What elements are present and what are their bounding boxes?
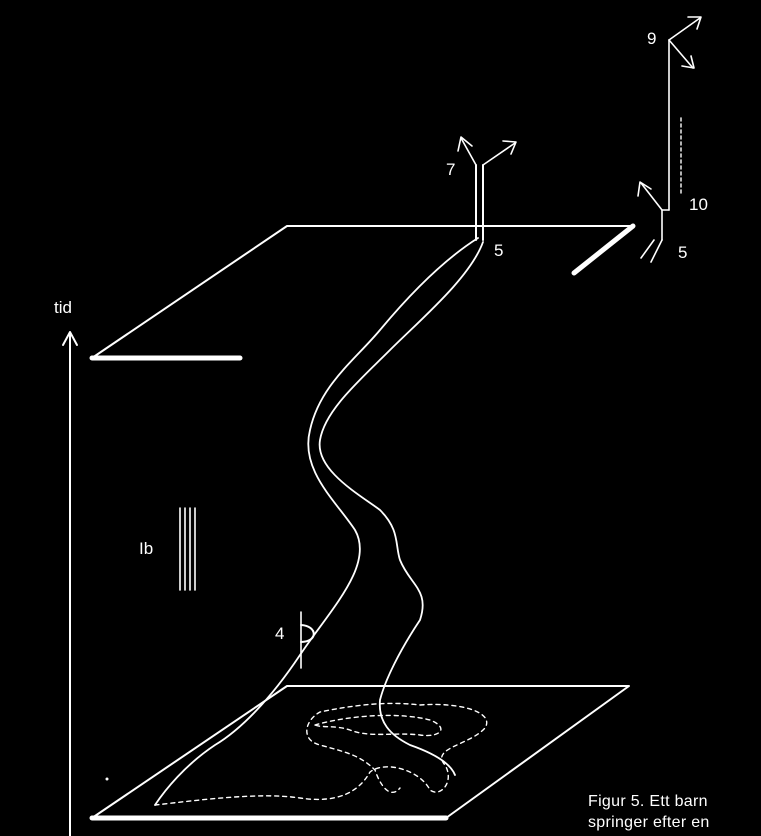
label-10: 10	[689, 195, 708, 214]
branch-9-arrow-right	[668, 39, 694, 69]
time-axis-label: tid	[54, 298, 72, 317]
path-7-arrow-left	[460, 137, 477, 166]
upper-plane	[91, 225, 634, 359]
main-path-2	[318, 241, 484, 776]
branch-5-tick-2	[650, 239, 663, 263]
loop-4-bulge	[300, 624, 315, 643]
label-1b: Ib	[139, 539, 154, 558]
label-5-right: 5	[678, 243, 688, 262]
branch-9-arrow-up	[668, 17, 701, 41]
branch-10-arrowhead	[637, 181, 652, 197]
label-9: 9	[647, 29, 657, 48]
small-dot	[105, 777, 109, 781]
caption-line-2: springer efter en	[588, 814, 710, 831]
branch-10-arrow	[640, 182, 663, 211]
path-7-arrow-right	[482, 142, 516, 166]
path-7-arrowhead-left	[457, 136, 473, 152]
label-4: 4	[275, 624, 285, 643]
time-axis-arrowhead	[62, 331, 78, 346]
upper-plane-right-edge	[571, 223, 636, 276]
lower-plane	[91, 685, 630, 819]
lower-plane-dashed-area	[154, 702, 488, 806]
caption-line-1: Figur 5. Ett barn	[588, 793, 708, 810]
lower-plane-dashed-area-inner	[314, 714, 442, 737]
label-7: 7	[446, 160, 456, 179]
branch-5-tick-1	[640, 239, 655, 259]
branch-9-arrowhead-right	[681, 55, 695, 69]
path-7-arrowhead-right	[502, 140, 517, 155]
branch-9-arrowhead-up	[687, 16, 702, 30]
main-path-1	[154, 237, 479, 806]
label-5-main: 5	[494, 241, 504, 260]
